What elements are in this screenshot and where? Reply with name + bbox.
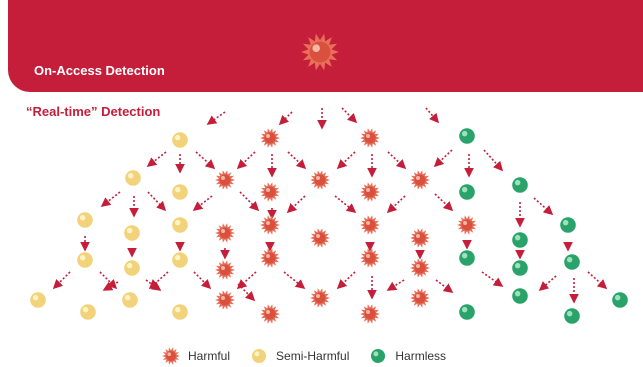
flow-arrow [538, 275, 557, 292]
semi-node [125, 170, 141, 186]
flow-arrow [236, 271, 257, 290]
harmless-node [560, 217, 576, 233]
flow-arrow [435, 279, 454, 293]
green-sphere-icon [371, 348, 386, 364]
flow-arrow [434, 193, 454, 212]
semi-node [77, 252, 93, 268]
harmless-node [459, 184, 475, 200]
semi-node [124, 225, 140, 241]
harmful-node [260, 304, 280, 324]
flow-arrow [193, 271, 212, 290]
flow-arrow [481, 271, 504, 287]
flow-arrow [195, 151, 216, 170]
harmless-node [612, 292, 628, 308]
legend-label: Harmful [188, 349, 231, 363]
harmful-node [457, 215, 477, 235]
flow-arrow [102, 281, 119, 291]
flow-arrow [100, 191, 121, 207]
legend-label: Semi-Harmful [276, 349, 350, 363]
legend-harmless-symbol [371, 348, 386, 364]
harmless-node [564, 254, 580, 270]
flow-arrow [99, 271, 118, 290]
harmful-node [215, 170, 235, 190]
harmless-node [512, 177, 528, 193]
harmful-node [215, 260, 235, 280]
banner-title: On-Access Detection [34, 63, 165, 78]
flow-arrow [192, 195, 213, 211]
harmful-node [360, 304, 380, 324]
central-threat-node [301, 33, 339, 71]
flow-arrow [239, 191, 260, 212]
flow-arrow [148, 271, 169, 290]
semi-node [172, 132, 188, 148]
harmless-node [512, 288, 528, 304]
harmless-node [459, 304, 475, 320]
harmful-node [260, 182, 280, 202]
flow-arrow [587, 271, 608, 290]
spiky-virus-icon [162, 347, 180, 365]
flow-arrow [286, 195, 306, 214]
flow-arrow [336, 151, 356, 170]
flow-arrow [433, 149, 453, 168]
harmless-node [512, 260, 528, 276]
flow-arrow [287, 151, 307, 170]
harmful-node [310, 228, 330, 248]
flow-arrow [236, 151, 256, 170]
harmful-node [215, 290, 235, 310]
harmful-node [360, 182, 380, 202]
harmful-node [410, 170, 430, 190]
semi-node [122, 292, 138, 308]
detection-tree-diagram [30, 33, 628, 324]
harmful-node [410, 258, 430, 278]
flow-arrow [386, 279, 405, 291]
flow-arrow [341, 107, 358, 124]
legend-item-semi: Semi-Harmful [248, 345, 349, 367]
flow-arrow [206, 111, 226, 125]
semi-node [172, 304, 188, 320]
harmful-node [215, 223, 235, 243]
legend-semi-symbol [251, 348, 267, 364]
legend-harmful-symbol [162, 347, 180, 365]
flow-arrow [52, 271, 71, 290]
harmless-node [564, 308, 580, 324]
flow-arrow [387, 151, 407, 170]
harmless-node [459, 250, 475, 266]
flow-arrow [147, 191, 167, 212]
harmful-node [360, 215, 380, 235]
realtime-detection-label: “Real-time” Detection [26, 104, 161, 119]
flow-arrow [386, 195, 406, 214]
semi-node [124, 260, 140, 276]
semi-node [80, 304, 96, 320]
harmful-node [410, 228, 430, 248]
harmful-node [360, 128, 380, 148]
yellow-sphere-icon [251, 348, 267, 364]
harmful-node [410, 288, 430, 308]
flow-arrow [533, 197, 554, 216]
semi-node [77, 212, 93, 228]
flow-arrow [334, 195, 357, 213]
flow-arrow [146, 151, 167, 167]
flow-arrow [278, 111, 293, 126]
semi-node [172, 184, 188, 200]
flow-arrow [425, 107, 440, 124]
harmful-node [360, 248, 380, 268]
harmful-node [260, 128, 280, 148]
harmful-node [310, 288, 330, 308]
harmless-node [512, 232, 528, 248]
legend-label: Harmless [395, 349, 447, 363]
flow-arrow [483, 149, 504, 172]
legend-item-harmless: Harmless [367, 345, 446, 367]
legend-item-harmful: Harmful [160, 345, 230, 367]
harmful-node [310, 170, 330, 190]
flow-arrow [283, 271, 306, 289]
harmful-node [260, 248, 280, 268]
semi-node [30, 292, 46, 308]
harmless-node [459, 128, 475, 144]
semi-node [172, 217, 188, 233]
semi-node [172, 252, 188, 268]
legend: Harmful Semi-Harmful Harmless [160, 345, 464, 367]
harmful-node [260, 215, 280, 235]
flow-arrow [336, 271, 356, 290]
